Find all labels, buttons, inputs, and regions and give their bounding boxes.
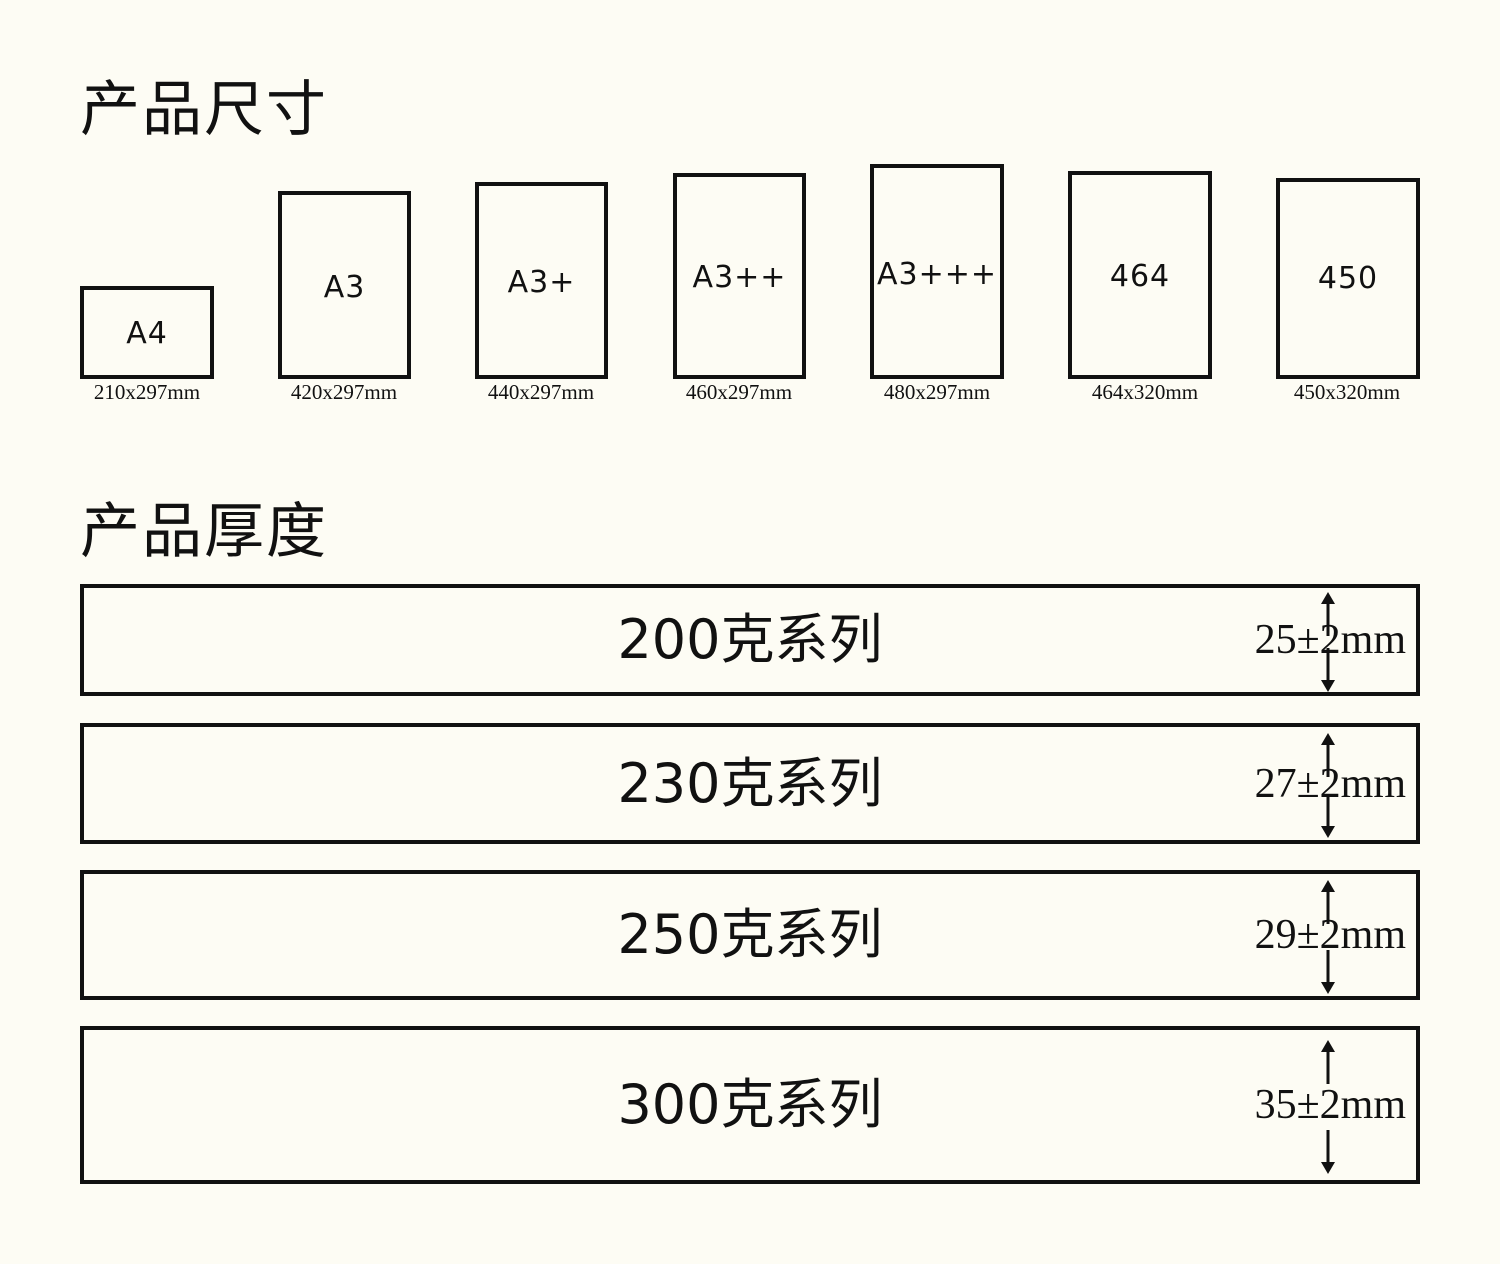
- up-arrow-icon: [1321, 592, 1335, 636]
- thickness-row-200g: 200克系列 25±2mm: [80, 584, 1420, 696]
- size-dimensions: 480x297mm: [883, 380, 991, 404]
- thickness-row-250g: 250克系列 29±2mm: [80, 870, 1420, 1000]
- thickness-value: 25±2mm: [1254, 617, 1406, 663]
- series-label: 250克系列: [617, 903, 883, 966]
- size-name: A3++: [692, 260, 787, 295]
- thickness-row-230g: 230克系列 27±2mm: [80, 723, 1420, 844]
- size-name: A3+: [507, 265, 576, 300]
- series-label: 300克系列: [617, 1073, 883, 1136]
- size-dimensions: 210x297mm: [93, 380, 201, 404]
- section-title-product-size: 产品尺寸: [80, 75, 328, 145]
- size-dimensions: 464x320mm: [1091, 380, 1199, 404]
- up-arrow-icon: [1321, 1040, 1335, 1084]
- size-dimensions: 460x297mm: [685, 380, 793, 404]
- size-dimensions: 450x320mm: [1293, 380, 1401, 404]
- paper-outline-a3-plus: A3+: [475, 182, 608, 379]
- down-arrow-icon: [1321, 950, 1335, 994]
- series-label: 200克系列: [617, 608, 883, 671]
- series-label: 230克系列: [617, 751, 883, 815]
- size-name: A3+++: [876, 257, 998, 292]
- section-title-product-thickness: 产品厚度: [80, 497, 328, 567]
- up-arrow-icon: [1321, 733, 1335, 777]
- size-name: 450: [1317, 261, 1379, 296]
- size-name: A3: [323, 270, 366, 305]
- paper-outline-464: 464: [1068, 171, 1212, 379]
- paper-outline-a3: A3: [278, 191, 411, 379]
- thickness-row-300g: 300克系列 35±2mm: [80, 1026, 1420, 1184]
- down-arrow-icon: [1321, 648, 1335, 692]
- thickness-value: 29±2mm: [1254, 912, 1406, 958]
- size-dimensions: 440x297mm: [487, 380, 595, 404]
- thickness-value: 35±2mm: [1254, 1082, 1406, 1128]
- paper-outline-a4: A4: [80, 286, 214, 379]
- thickness-value: 27±2mm: [1254, 760, 1406, 807]
- up-arrow-icon: [1321, 880, 1335, 924]
- paper-outline-a3-plus-plus-plus: A3+++: [870, 164, 1004, 379]
- paper-outline-a3-plus-plus: A3++: [673, 173, 806, 379]
- size-name: A4: [126, 316, 168, 351]
- paper-outline-450: 450: [1276, 178, 1420, 379]
- down-arrow-icon: [1321, 794, 1335, 838]
- down-arrow-icon: [1321, 1130, 1335, 1174]
- size-dimensions: 420x297mm: [290, 380, 398, 404]
- size-name: 464: [1109, 259, 1171, 294]
